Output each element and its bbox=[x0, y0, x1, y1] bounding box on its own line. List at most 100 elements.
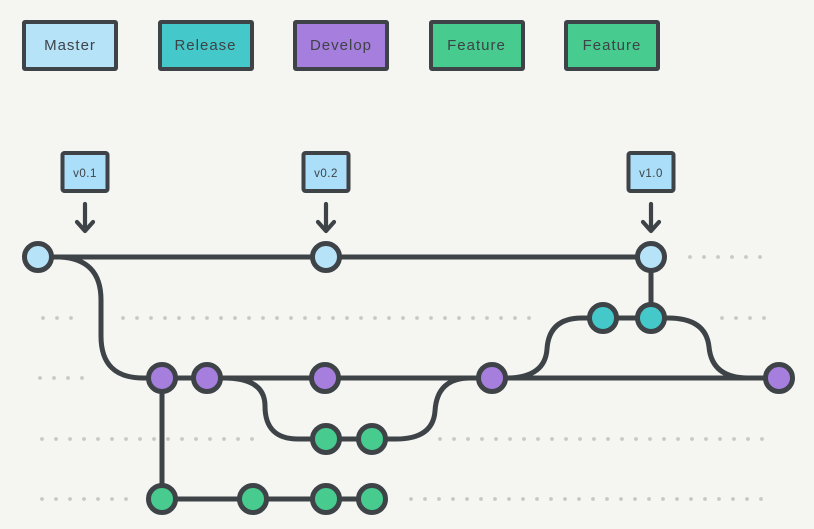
lane-dot-feature-b bbox=[409, 497, 413, 501]
lane-dot-feature-b bbox=[759, 497, 763, 501]
tag-label-v1.0: v1.0 bbox=[639, 168, 663, 180]
lane-dot-feature-a bbox=[466, 437, 470, 441]
lane-dot-feature-a bbox=[250, 437, 254, 441]
lane-dot-feature-a bbox=[82, 437, 86, 441]
legend-feature-1-label: Feature bbox=[447, 37, 506, 54]
lane-dot-release bbox=[163, 316, 167, 320]
lane-dot-feature-b bbox=[451, 497, 455, 501]
commit-node-develop bbox=[763, 362, 795, 394]
lane-dot-release bbox=[415, 316, 419, 320]
commit-node-develop bbox=[146, 362, 178, 394]
lane-dot-master bbox=[758, 255, 762, 259]
tag-box-v0.1 bbox=[60, 151, 110, 193]
lane-dot-feature-b bbox=[507, 497, 511, 501]
lane-dot-master bbox=[702, 255, 706, 259]
lane-dot-feature-a bbox=[236, 437, 240, 441]
tag-box-v1.0 bbox=[626, 151, 676, 193]
lane-dot-feature-a bbox=[138, 437, 142, 441]
lane-dot-feature-a bbox=[536, 437, 540, 441]
lane-dot-feature-a bbox=[480, 437, 484, 441]
lane-dot-feature-b bbox=[124, 497, 128, 501]
lane-dot-release bbox=[247, 316, 251, 320]
lane-dot-feature-a bbox=[68, 437, 72, 441]
commit-node-master bbox=[310, 241, 342, 273]
lane-dot-master bbox=[730, 255, 734, 259]
lane-dot-feature-a bbox=[152, 437, 156, 441]
lane-dot-feature-a bbox=[194, 437, 198, 441]
legend-master-box: Master bbox=[22, 20, 118, 71]
lane-dot-feature-b bbox=[54, 497, 58, 501]
lane-dot-develop bbox=[52, 376, 56, 380]
lane-dot-feature-a bbox=[452, 437, 456, 441]
lane-dot-feature-b bbox=[465, 497, 469, 501]
lane-dot-feature-a bbox=[96, 437, 100, 441]
lane-dot-feature-b bbox=[437, 497, 441, 501]
lane-dot-release bbox=[261, 316, 265, 320]
commit-node-develop bbox=[476, 362, 508, 394]
lane-dot-release bbox=[191, 316, 195, 320]
lane-dot-develop bbox=[38, 376, 42, 380]
lane-dot-release bbox=[69, 316, 73, 320]
lane-dot-feature-b bbox=[647, 497, 651, 501]
lane-dot-feature-a bbox=[564, 437, 568, 441]
legend-feature-1-box: Feature bbox=[428, 20, 525, 71]
commit-node-feature bbox=[237, 483, 269, 515]
lane-dot-feature-b bbox=[619, 497, 623, 501]
lane-dot-feature-a bbox=[760, 437, 764, 441]
lane-dot-feature-a bbox=[606, 437, 610, 441]
legend-release-box: Release bbox=[157, 20, 254, 71]
lane-dot-release bbox=[457, 316, 461, 320]
lane-dot-feature-a bbox=[54, 437, 58, 441]
lane-dot-feature-b bbox=[577, 497, 581, 501]
lane-dot-release bbox=[317, 316, 321, 320]
lane-dot-feature-b bbox=[605, 497, 609, 501]
lane-dot-release bbox=[177, 316, 181, 320]
lane-dot-feature-b bbox=[493, 497, 497, 501]
lane-dot-release bbox=[55, 316, 59, 320]
lane-dot-feature-a bbox=[180, 437, 184, 441]
lane-dot-feature-a bbox=[620, 437, 624, 441]
lane-dot-release bbox=[429, 316, 433, 320]
lane-dot-release bbox=[527, 316, 531, 320]
lane-dot-feature-a bbox=[166, 437, 170, 441]
lane-dot-release bbox=[387, 316, 391, 320]
lane-dot-release bbox=[345, 316, 349, 320]
lane-dot-release bbox=[359, 316, 363, 320]
lane-dot-release bbox=[499, 316, 503, 320]
legend-feature-2-label: Feature bbox=[582, 37, 642, 54]
lane-dot-feature-a bbox=[690, 437, 694, 441]
tag-box-v0.2 bbox=[301, 151, 351, 193]
lane-dot-release bbox=[219, 316, 223, 320]
lane-dot-feature-b bbox=[423, 497, 427, 501]
commit-node-feature bbox=[356, 483, 388, 515]
lane-dot-feature-b bbox=[731, 497, 735, 501]
commit-node-develop bbox=[191, 362, 223, 394]
lane-dot-feature-b bbox=[675, 497, 679, 501]
legend-develop-label: Develop bbox=[309, 37, 373, 54]
lane-dot-feature-a bbox=[494, 437, 498, 441]
lane-dot-feature-b bbox=[110, 497, 114, 501]
lane-dot-feature-a bbox=[508, 437, 512, 441]
legend-develop-box: Develop bbox=[293, 20, 389, 71]
lane-dot-release bbox=[401, 316, 405, 320]
commit-node-release bbox=[587, 302, 619, 334]
lane-dot-feature-b bbox=[40, 497, 44, 501]
lane-dot-master bbox=[744, 255, 748, 259]
lane-dot-feature-b bbox=[549, 497, 553, 501]
lane-dot-feature-a bbox=[438, 437, 442, 441]
commit-node-feature bbox=[356, 423, 388, 455]
lane-dot-release bbox=[443, 316, 447, 320]
lane-dot-feature-a bbox=[522, 437, 526, 441]
commit-node-master bbox=[22, 241, 54, 273]
commit-node-release bbox=[635, 302, 667, 334]
legend-master-label: Master bbox=[44, 37, 96, 54]
lane-dot-release bbox=[513, 316, 517, 320]
lane-dot-release bbox=[748, 316, 752, 320]
commit-node-feature bbox=[146, 483, 178, 515]
lane-dot-feature-b bbox=[703, 497, 707, 501]
edge-merge-feature-a-to-develop bbox=[369, 375, 473, 442]
lane-dot-feature-a bbox=[662, 437, 666, 441]
commit-node-feature bbox=[310, 423, 342, 455]
